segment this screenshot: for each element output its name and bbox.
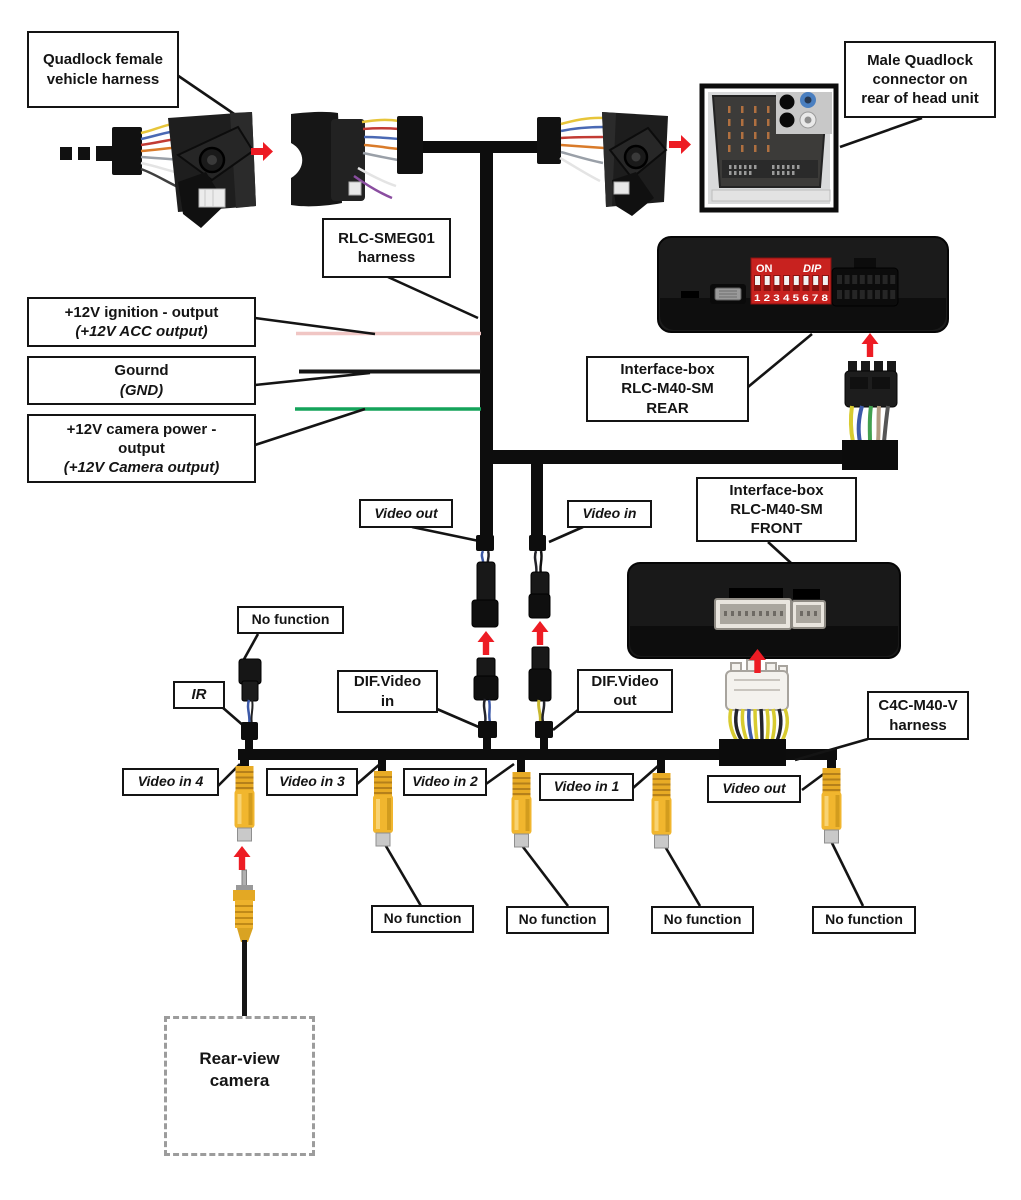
label-ground: Gournd (GND) [27, 356, 256, 405]
camera-power-line2: (+12V Camera output) [63, 459, 220, 477]
label-ignition-output: +12V ignition - output (+12V ACC output) [27, 297, 256, 347]
label-no-function-1: No function [371, 905, 474, 933]
rca-jack-video-in-1 [650, 772, 673, 849]
leader-lines [176, 73, 923, 907]
label-video-out-bottom: Video out [707, 775, 801, 803]
vehicle-harness-connector-photo [60, 112, 256, 228]
label-ir: IR [173, 681, 225, 709]
red-arrow-video-in [531, 621, 549, 645]
label-quadlock-female: Quadlock female vehicle harness [27, 31, 179, 108]
ground-line1: Gournd [114, 362, 169, 380]
rca-jack-video-in-4 [233, 765, 256, 842]
label-camera-power: +12V camera power - output (+12V Camera … [27, 414, 256, 483]
label-rear-view-camera: Rear-view camera [199, 1049, 280, 1090]
red-arrow-connect-head-unit [669, 135, 691, 154]
rear-view-camera-box: Rear-view camera [164, 1016, 315, 1156]
rlc-harness-male-quadlock-photo [291, 111, 423, 207]
label-video-out-top: Video out [359, 499, 453, 528]
video-out-pigtail [471, 535, 499, 738]
ground-line2: (GND) [119, 381, 164, 399]
harness-trunk-lines [238, 141, 846, 775]
ignition-output-line1: +12V ignition - output [64, 303, 219, 321]
label-no-function-2: No function [506, 906, 609, 934]
power-wires [295, 331, 481, 411]
front-harness-plug-photo [719, 659, 790, 766]
rca-jack-video-in-3 [372, 770, 394, 847]
label-no-function-3: No function [651, 906, 754, 934]
label-no-function-ir: No function [237, 606, 344, 634]
red-arrow-connect-quadlock [251, 142, 273, 161]
rca-jack-video-out [820, 767, 843, 844]
camera-rca-plug-photo [233, 869, 255, 1017]
label-rlc-harness: RLC-SMEG01 harness [322, 218, 451, 278]
dip-brand-label: DIP [803, 263, 822, 275]
label-video-in-3: Video in 3 [266, 768, 358, 796]
head-unit-side-connector-photo [537, 112, 668, 216]
red-arrow-camera-rca [233, 846, 251, 870]
red-arrow-rear-plug [861, 333, 879, 357]
label-c4c-harness: C4C-M40-V harness [867, 691, 969, 740]
label-interface-front: Interface-box RLC-M40-SM FRONT [696, 477, 857, 542]
label-interface-rear: Interface-box RLC-M40-SM REAR [586, 356, 749, 422]
camera-power-line1: +12V camera power - output [66, 420, 217, 457]
video-in-pigtail [528, 535, 553, 738]
red-arrow-video-out [477, 631, 495, 655]
head-unit-photo [699, 83, 839, 213]
label-video-in-2: Video in 2 [403, 768, 487, 796]
label-male-quadlock: Male Quadlock connector on rear of head … [844, 41, 996, 118]
interface-box-rear-photo: ON DIP 1 2 3 4 5 6 7 8 [657, 236, 949, 333]
interface-box-front-photo [627, 562, 901, 659]
ignition-output-line2: (+12V ACC output) [75, 323, 208, 340]
dip-numbers-label: 1 2 3 4 5 6 7 8 [754, 293, 828, 304]
label-video-in-top: Video in [567, 500, 652, 528]
label-no-function-4: No function [812, 906, 916, 934]
label-video-in-1: Video in 1 [539, 773, 634, 801]
label-dif-video-in: DIF.Video in [337, 670, 438, 713]
label-dif-video-out: DIF.Video out [577, 669, 673, 713]
rca-jack-video-in-2 [510, 771, 533, 848]
dip-switch: ON DIP 1 2 3 4 5 6 7 8 [750, 257, 832, 305]
ir-pigtail [238, 658, 262, 740]
label-video-in-4: Video in 4 [122, 768, 219, 796]
dip-on-label: ON [756, 263, 773, 275]
rear-harness-plug-photo [842, 361, 898, 470]
